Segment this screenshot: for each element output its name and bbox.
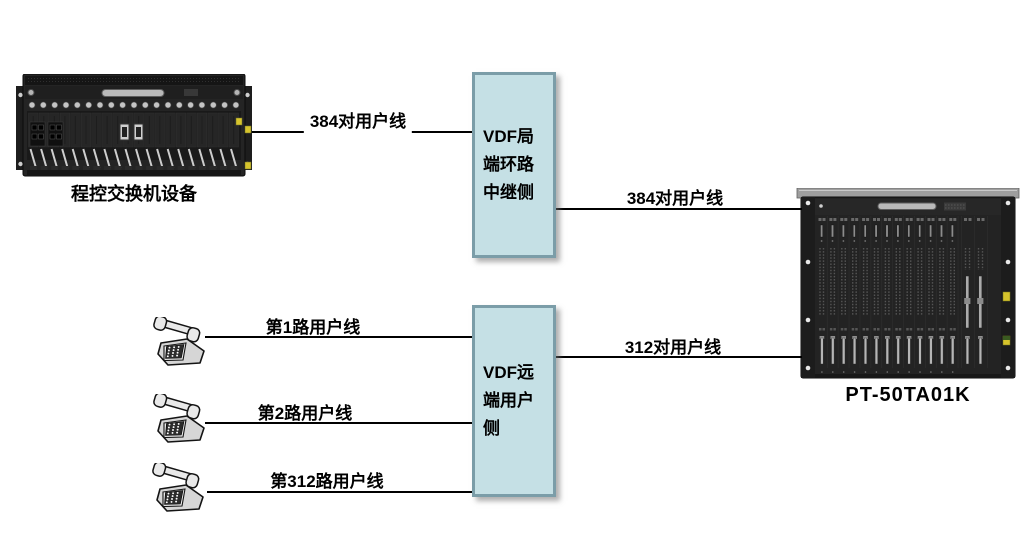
vdf-local-box: VDF局 端环路 中继侧 — [472, 72, 556, 258]
rack-chassis-icon — [796, 188, 1020, 379]
telephone-icon — [151, 463, 209, 515]
vdf-remote-box: VDF远 端用户 侧 — [472, 305, 556, 497]
wire-phone312-to-vdf — [207, 491, 472, 493]
wire-vdf-remote-to-rack — [556, 356, 802, 358]
rack-device-label: PT-50TA01K — [845, 384, 971, 406]
label-line312: 第312路用户线 — [270, 472, 384, 491]
label-line1: 第1路用户线 — [265, 318, 361, 337]
vdf-remote-label: VDF远 端用户 侧 — [483, 363, 534, 438]
label-vdf-remote-to-rack: 312对用户线 — [624, 338, 722, 357]
wire-phone1-to-vdf — [205, 336, 472, 338]
switch-chassis-icon — [16, 74, 252, 177]
vdf-local-label: VDF局 端环路 中继侧 — [483, 127, 534, 202]
wire-vdf-local-to-rack — [556, 208, 802, 210]
telephone-icon — [152, 317, 210, 369]
switch-device-label: 程控交换机设备 — [71, 184, 197, 204]
wire-phone2-to-vdf — [205, 422, 472, 424]
telephone-icon — [152, 394, 210, 446]
label-switch-to-vdf: 384对用户线 — [303, 110, 413, 134]
label-line2: 第2路用户线 — [257, 404, 353, 423]
label-vdf-local-to-rack: 384对用户线 — [626, 189, 724, 208]
